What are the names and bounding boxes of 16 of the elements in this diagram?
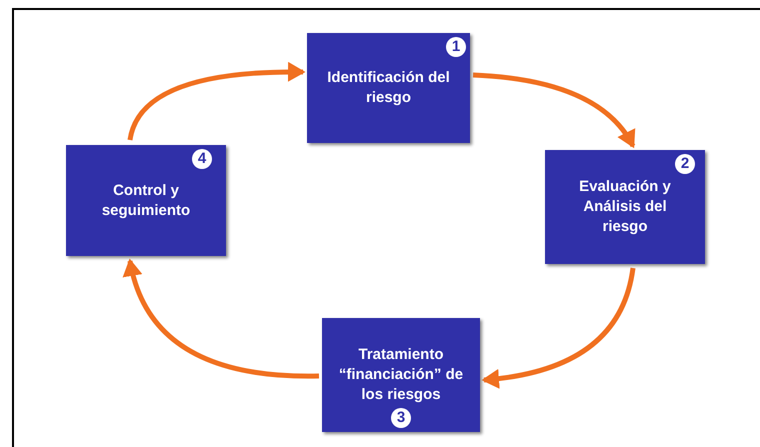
box-title: Identificación del riesgo <box>326 68 451 108</box>
curved-arrow <box>124 258 320 378</box>
process-box <box>322 318 480 432</box>
process-box <box>66 145 226 256</box>
process-box <box>307 33 470 143</box>
step-number: 3 <box>391 408 411 428</box>
box-title: Tratamiento “financiación” de los riesgos <box>338 345 464 405</box>
step-number: 4 <box>192 149 212 169</box>
curved-arrow <box>472 72 636 148</box>
curved-arrow <box>482 268 636 388</box>
box-title: Evaluación y Análisis del riesgo <box>578 177 672 237</box>
process-box <box>545 150 705 264</box>
step-number: 1 <box>446 37 466 57</box>
box-title: Control y seguimiento <box>100 180 192 220</box>
step-number: 2 <box>675 154 695 174</box>
curved-arrow <box>128 62 306 141</box>
